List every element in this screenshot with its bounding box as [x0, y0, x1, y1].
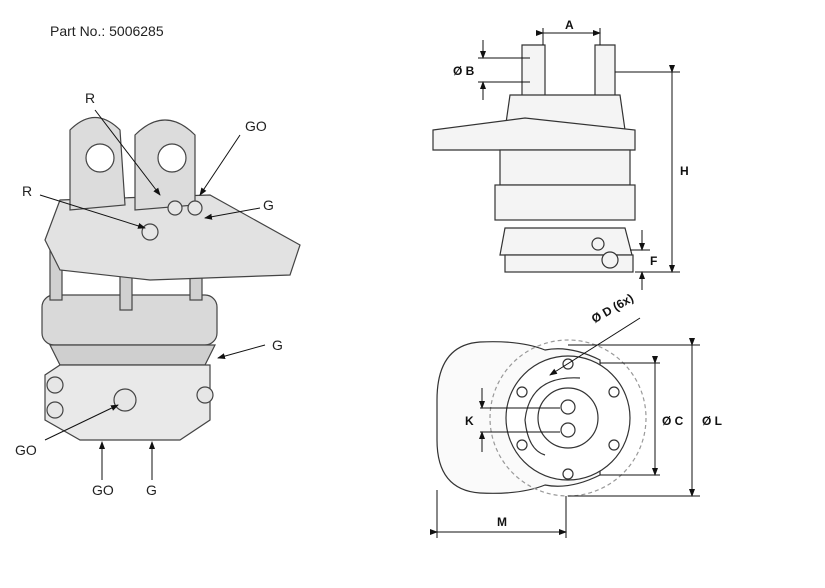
dim-k: K — [465, 414, 474, 428]
rotator-iso-view — [41, 116, 301, 441]
side-view-dimensions — [478, 28, 680, 290]
dim-a: A — [565, 18, 574, 32]
label-go-left: GO — [15, 442, 37, 458]
label-go-bottom: GO — [92, 482, 114, 498]
label-g-side: G — [272, 337, 283, 353]
rotator-side-view — [432, 44, 636, 273]
dim-b: Ø B — [453, 64, 475, 78]
label-g-bottom: G — [146, 482, 157, 498]
label-r-top: R — [85, 90, 96, 106]
dim-h: H — [680, 164, 689, 178]
label-go-top: GO — [245, 118, 267, 134]
rotator-top-view — [436, 339, 647, 497]
label-r-left: R — [22, 183, 33, 199]
top-view-dimensions — [430, 317, 700, 538]
dim-c: Ø C — [662, 414, 684, 428]
iso-leader-lines — [39, 109, 266, 480]
part-number: Part No.: 5006285 — [50, 23, 164, 39]
dim-f: F — [650, 254, 658, 268]
label-g-right: G — [263, 197, 274, 213]
dim-l: Ø L — [702, 414, 722, 428]
dim-m: M — [497, 515, 507, 529]
